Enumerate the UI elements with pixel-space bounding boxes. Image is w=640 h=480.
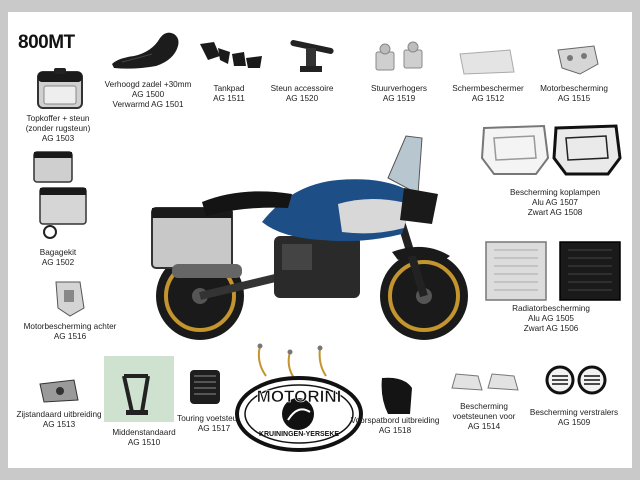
radiator-label: Radiatorbescherming Alu AG 1505 Zwart AG… <box>512 304 590 333</box>
svg-text:MOTORINI: MOTORINI <box>257 387 342 406</box>
zadel-image <box>108 28 184 72</box>
center-stand-icon <box>104 356 174 422</box>
motorcycle-icon <box>151 135 468 340</box>
spotlight-guard-icon <box>545 365 607 395</box>
screen-guard-icon <box>459 49 515 75</box>
rear-engine-guard-icon <box>55 281 85 317</box>
topkoffer-image <box>34 64 86 112</box>
radiator-image <box>480 236 626 306</box>
engine-guard-icon <box>557 45 599 75</box>
voetsteunen-voor-label: Bescherming voetsteunen voor AG 1514 <box>452 402 516 431</box>
topcase-icon <box>37 68 83 109</box>
topkoffer-label: Topkoffer + steun (zonder rugsteun) AG 1… <box>25 114 91 143</box>
riser-icon <box>375 41 423 71</box>
schermbeschermer-image <box>456 46 518 78</box>
voetsteunen-voor-image <box>448 368 524 396</box>
accessory-poster: 800MT Topkoffer + steun (zonder rugsteun… <box>8 12 632 468</box>
steun-label: Steun accessoire AG 1520 <box>270 84 334 103</box>
schermbeschermer-label: Schermbeschermer AG 1512 <box>452 84 524 103</box>
tankpad-label: Tankpad AG 1511 <box>213 84 245 103</box>
voorspatbord-image <box>374 374 418 418</box>
svg-text:KRUININGEN-YERSEKE: KRUININGEN-YERSEKE <box>259 431 339 438</box>
zijstandaard-label: Zijstandaard uitbreiding AG 1513 <box>16 410 102 429</box>
luggage-icon <box>33 151 87 239</box>
fender-icon <box>381 377 412 414</box>
touring-image <box>184 364 226 412</box>
middenstandaard-image <box>104 356 174 422</box>
motorini-logo-icon: MOTORINI KRUININGEN-YERSEKE <box>235 376 363 452</box>
koplampen-label: Bescherming koplampen Alu AG 1507 Zwart … <box>509 188 601 217</box>
voorspatbord-label: Voorspatbord uitbreiding AG 1518 <box>350 416 440 435</box>
stuurverhogers-label: Stuurverhogers AG 1519 <box>371 84 427 103</box>
motorbescherming-achter-label: Motorbescherming achter AG 1516 <box>23 322 117 341</box>
middenstandaard-label: Middenstandaard AG 1510 <box>112 428 176 447</box>
motorbescherming-image <box>554 40 602 80</box>
tankpad-image <box>198 38 266 72</box>
touring-label: Touring voetsteunen AG 1517 <box>177 414 251 433</box>
zadel-label: Verhoogd zadel +30mm AG 1500 Verwarmd AG… <box>104 80 192 109</box>
stuurverhogers-image <box>370 40 430 80</box>
bagagekit-label: Bagagekit AG 1502 <box>39 248 77 267</box>
steun-image <box>284 38 340 78</box>
model-title: 800MT <box>18 32 75 53</box>
zijstandaard-image <box>36 376 82 406</box>
sidestand-icon <box>39 379 79 403</box>
tankpad-icon <box>200 42 262 68</box>
radiator-guard-icon <box>485 241 621 301</box>
verstralers-image <box>544 364 608 396</box>
headlight-guard-icon <box>480 124 622 176</box>
koplampen-image <box>478 118 624 184</box>
footpeg-guard-icon <box>451 373 519 391</box>
bolts-icon <box>257 343 327 379</box>
footpeg-icon <box>190 370 220 404</box>
verstralers-label: Bescherming verstralers AG 1509 <box>529 408 619 427</box>
bagagekit-image <box>30 148 90 240</box>
motorbescherming-achter-image <box>52 278 88 318</box>
hardware-image <box>250 342 340 382</box>
bracket-icon <box>290 40 334 72</box>
seat-icon <box>112 32 179 69</box>
motorini-logo: MOTORINI KRUININGEN-YERSEKE <box>234 374 364 454</box>
motorbescherming-label: Motorbescherming AG 1515 <box>540 84 608 103</box>
motorcycle-image <box>142 124 474 348</box>
